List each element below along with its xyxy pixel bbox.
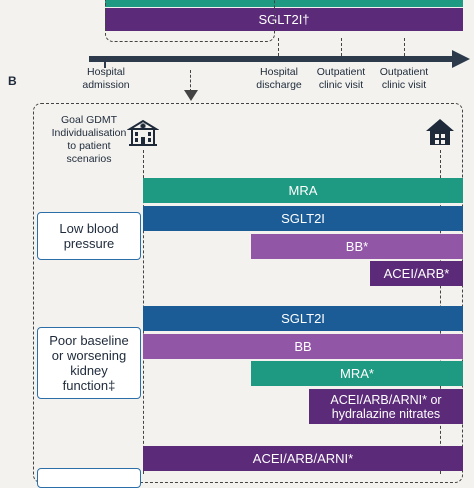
panel-a-dashed-bracket xyxy=(105,0,275,42)
label-hospital-admission: Hospital admission xyxy=(82,66,130,91)
bar-bb-kidney: BB xyxy=(143,334,463,359)
bar-bb-star: BB* xyxy=(251,234,463,259)
bar-mra-star-kidney: MRA* xyxy=(251,361,463,386)
label-hospital-discharge: Hospital discharge xyxy=(256,66,302,91)
tick-visit-2 xyxy=(404,38,405,56)
bar-sglt2i: SGLT2I xyxy=(143,206,463,231)
scenario-low-blood-pressure: Low blood pressure xyxy=(37,212,141,260)
goal-gdmt-text: Goal GDMT Individualisation to patient s… xyxy=(51,114,127,165)
bar-sglt2i-kidney: SGLT2I xyxy=(143,306,463,331)
scenario-cropped-box xyxy=(37,468,141,488)
panel-a-sglt2i-bar: SGLT2I† xyxy=(105,8,463,31)
panel-b-label: B xyxy=(8,74,17,88)
connector-dashed-line xyxy=(190,70,191,92)
timeline-arrow xyxy=(89,56,455,62)
panel-a-top-bar xyxy=(105,0,463,7)
bar-mra: MRA xyxy=(143,178,463,203)
tick-discharge xyxy=(278,38,279,56)
bar-acei-arb-arni-hydralazine: ACEI/ARB/ARNI* or hydralazine nitrates xyxy=(309,389,463,424)
scenario-kidney-function: Poor baseline or worsening kidney functi… xyxy=(37,327,141,399)
home-icon xyxy=(426,119,454,145)
bar-acei-arb-star: ACEI/ARB* xyxy=(370,261,463,286)
tick-visit-1 xyxy=(341,38,342,56)
hospital-icon xyxy=(127,119,159,146)
label-outpatient-visit-2: Outpatient clinic visit xyxy=(379,66,429,91)
bar-acei-arb-arni-star: ACEI/ARB/ARNI* xyxy=(143,446,463,471)
tick-admission xyxy=(104,62,106,68)
connector-arrowhead xyxy=(184,90,198,101)
timeline-arrowhead xyxy=(452,50,470,68)
label-outpatient-visit-1: Outpatient clinic visit xyxy=(316,66,366,91)
